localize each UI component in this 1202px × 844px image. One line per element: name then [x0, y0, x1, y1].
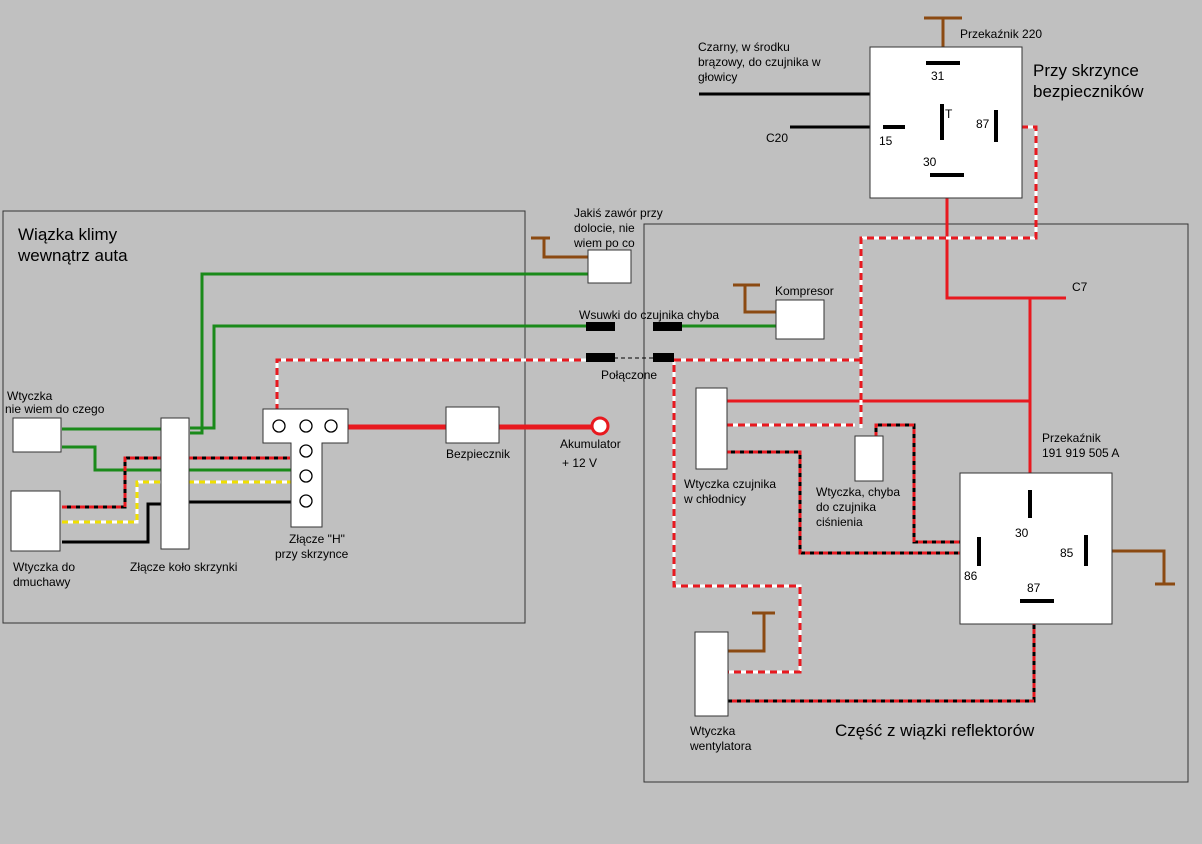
relay-220-pin-87: 87: [976, 117, 990, 131]
red-black-wires: [62, 423, 1036, 703]
left-panel: [2, 210, 526, 624]
wtyczka-cisnienia-label-line2: do czujnika: [816, 500, 876, 514]
wtyczka-dmuchawy-box: [10, 490, 61, 552]
relay-191-pin-30: 30: [1015, 526, 1029, 540]
zlacze-h-box: [262, 408, 349, 528]
relay-191-name: Przekaźnik: [1042, 431, 1102, 445]
zawor-label-line2: dolocie, nie: [574, 221, 635, 235]
right-panel-title: Część z wiązki reflektorów: [835, 721, 1035, 740]
brown-wires: [531, 16, 1175, 653]
wsuwki-connectors: [586, 322, 682, 362]
wtyczka-dmuchawy-label: Wtyczka do: [13, 560, 75, 574]
relay-220-pin-t: T: [945, 107, 953, 121]
left-panel-title: Wiązka klimy: [18, 225, 118, 244]
wtyczka-wentylatora-label-line2: wentylatora: [689, 739, 752, 753]
polaczone-label: Połączone: [601, 368, 657, 382]
zawor-label: Jakiś zawór przy: [574, 206, 663, 220]
bezpiecznik-box: [445, 406, 500, 444]
akumulator-label: Akumulator: [560, 437, 621, 451]
wtyczka-wentylatora-box: [694, 631, 729, 717]
wtyczka-dmuchawy-label-line2: dmuchawy: [13, 575, 70, 589]
kompresor-box: [775, 299, 825, 340]
yellow-wires: [62, 480, 300, 524]
wtyczka-chlodnicy-label: Wtyczka czujnika: [684, 477, 776, 491]
zlacze-h-pins: [272, 419, 338, 508]
wtyczka-wentylatora-label: Wtyczka: [690, 724, 736, 738]
relay-191-name-line2: 191 919 505 A: [1042, 446, 1119, 460]
relay-220-pin-30: 30: [923, 155, 937, 169]
wtyczka-chlodnicy-label-line2: w chłodnicy: [683, 492, 746, 506]
relay-terminals: [883, 61, 1088, 603]
zawor-label-line3: wiem po co: [573, 236, 635, 250]
czarny-label-line2: brązowy, do czujnika w: [698, 55, 821, 69]
relay-191-pin-87: 87: [1027, 581, 1041, 595]
wtyczka-nie-wiem-label: Wtyczka: [7, 389, 53, 403]
czarny-label-line3: głowicy: [698, 70, 737, 84]
wtyczka-cisnienia-box: [854, 435, 884, 482]
relay-box-title-line2: bezpieczników: [1033, 82, 1144, 101]
c20-label: C20: [766, 131, 788, 145]
bezpiecznik-label: Bezpiecznik: [446, 447, 511, 461]
zawor-box: [587, 249, 632, 284]
relay-191-pin-86: 86: [964, 569, 978, 583]
wtyczka-chlodnicy-box: [695, 387, 728, 470]
green-wires: [62, 272, 776, 472]
right-panel: [643, 223, 1189, 783]
wsuwki-label: Wsuwki do czujnika chyba: [579, 308, 719, 322]
wtyczka-cisnienia-label: Wtyczka, chyba: [816, 485, 900, 499]
zlacze-h-label: Złącze "H": [289, 532, 345, 546]
relay-191-pin-85: 85: [1060, 546, 1074, 560]
zlacze-kolo-label: Złącze koło skrzynki: [130, 560, 237, 574]
zlacze-kolo-box: [160, 417, 190, 550]
c7-label: C7: [1072, 280, 1088, 294]
relay-220-name: Przekaźnik 220: [960, 27, 1042, 41]
czarny-label: Czarny, w środku: [698, 40, 790, 54]
red-white-wires: [275, 125, 1038, 674]
left-panel-title-line2: wewnątrz auta: [17, 246, 128, 265]
relay-220-pin-15: 15: [879, 134, 893, 148]
zlacze-h-label-line2: przy skrzynce: [275, 547, 349, 561]
red-wires: [279, 176, 1066, 490]
wtyczka-nie-wiem-label-line2: nie wiem do czego: [5, 402, 105, 416]
relay-220-pin-31: 31: [931, 69, 945, 83]
wtyczka-cisnienia-label-line3: ciśnienia: [816, 515, 863, 529]
wtyczka-nie-wiem-box: [12, 417, 62, 453]
relay-box-title: Przy skrzynce: [1033, 61, 1139, 80]
akumulator-terminal: [590, 416, 610, 436]
akumulator-label-line2: + 12 V: [562, 456, 597, 470]
kompresor-label: Kompresor: [775, 284, 834, 298]
